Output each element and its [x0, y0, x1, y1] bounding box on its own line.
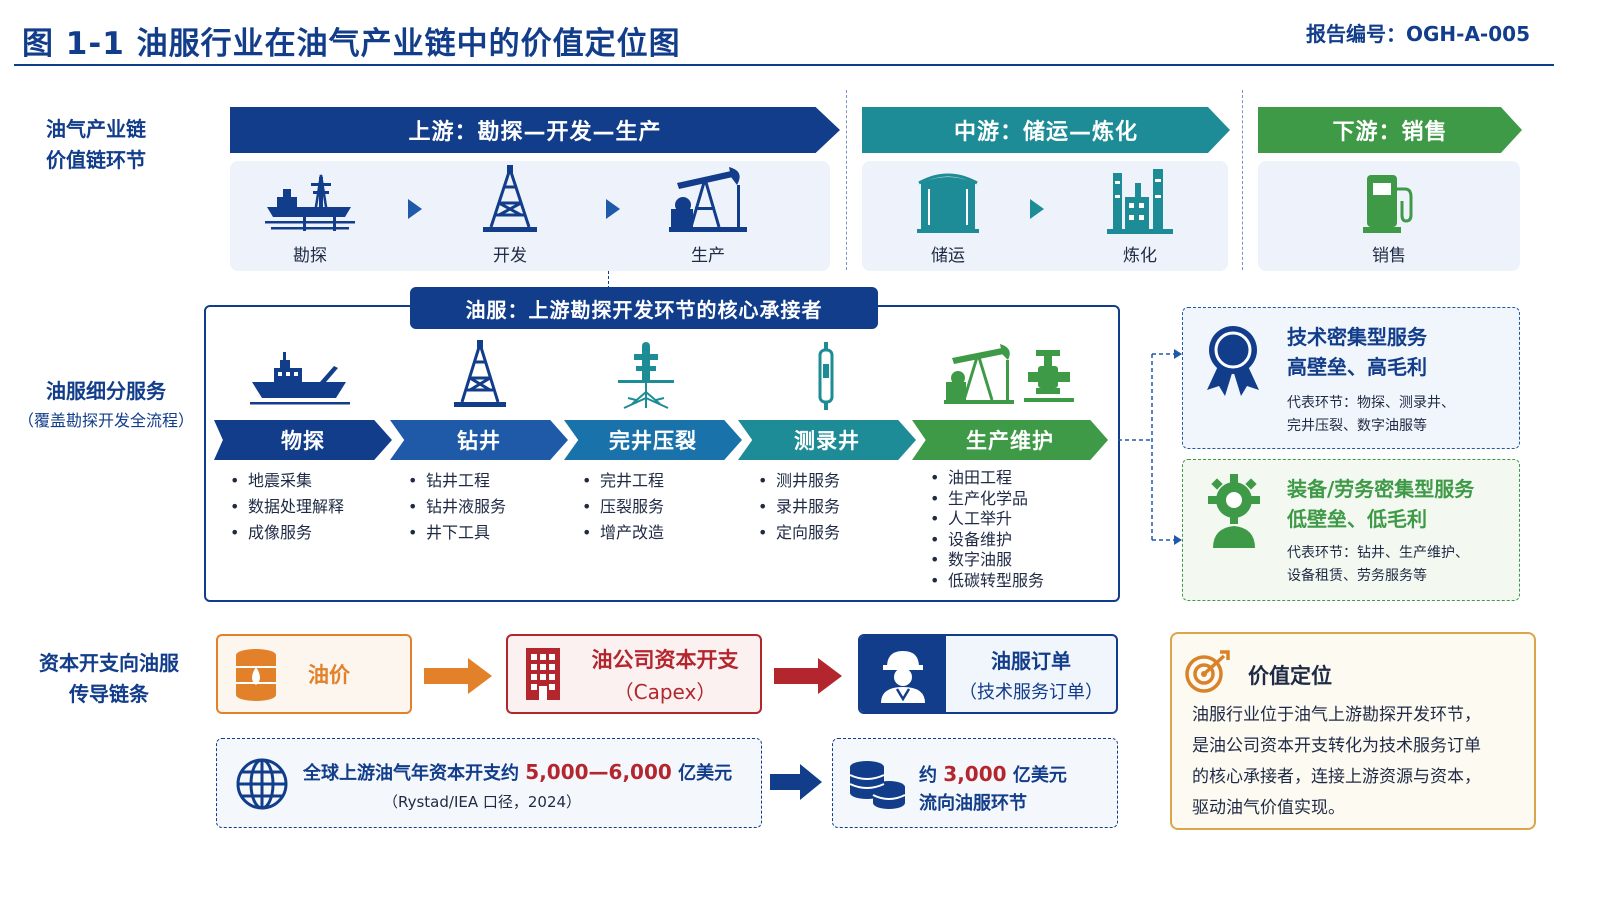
- refinery-icon: [1107, 169, 1173, 234]
- award-ribbon-icon: [1207, 326, 1259, 396]
- list-item: 测井服务: [756, 468, 840, 494]
- service-cat-geophysics: 物探: [214, 420, 392, 460]
- arrow-right-icon: [774, 658, 842, 694]
- storage-tank-icon: [917, 173, 979, 233]
- orders-box: 油服订单 （技术服务订单）: [858, 634, 1118, 714]
- fracturing-wellhead-icon: [618, 342, 674, 409]
- production-equipment-icon: [944, 344, 1074, 404]
- stage-development: 开发: [450, 165, 570, 266]
- value-position-card: 价值定位 油服行业位于油气上游勘探开发环节， 是油公司资本开支转化为技术服务订单…: [1170, 632, 1536, 830]
- oil-price-box: 油价: [216, 634, 412, 714]
- gear-worker-icon: [1208, 474, 1260, 548]
- list-item: 完井工程: [580, 468, 664, 494]
- global-capex-box: 全球上游油气年资本开支约 5,000—6,000 亿美元 （Rystad/IEA…: [216, 738, 762, 828]
- list-completion: 完井工程 压裂服务 增产改造: [580, 468, 664, 546]
- list-item: 定向服务: [756, 520, 840, 546]
- connector-upstream-services: [608, 271, 609, 289]
- list-geophysics: 地震采集 数据处理解释 成像服务: [228, 468, 344, 546]
- stage-refining: 炼化: [1080, 167, 1200, 266]
- service-cat-completion: 完井压裂: [564, 420, 742, 460]
- stage-production: 生产: [648, 165, 768, 266]
- stage-sales: 销售: [1329, 171, 1449, 266]
- globe-icon: [236, 758, 288, 810]
- list-item: 增产改造: [580, 520, 664, 546]
- ofs-flow-box: 约 3,000 亿美元 流向油服环节: [832, 738, 1118, 828]
- list-production: 油田工程 生产化学品 人工举升 设备维护 数字油服 低碳转型服务: [928, 468, 1044, 591]
- service-cat-drilling: 钻井: [390, 420, 568, 460]
- coin-stack-icon: [849, 761, 906, 809]
- drilling-derrick-icon: [483, 165, 537, 232]
- classification-connector: [1118, 349, 1182, 545]
- list-item: 录井服务: [756, 494, 840, 520]
- tech-intensive-card: 技术密集型服务 高壁垒、高毛利 代表环节：物探、测录井、 完井压裂、数字油服等: [1182, 307, 1520, 449]
- target-icon: [1185, 650, 1230, 693]
- office-building-icon: [526, 648, 560, 700]
- arrow-right-icon: [770, 764, 822, 800]
- list-item: 数据处理解释: [228, 494, 344, 520]
- arrow-right-icon: [408, 199, 422, 219]
- report-number: 报告编号：OGH-A-005: [1306, 22, 1530, 46]
- list-item: 数字油服: [928, 550, 1044, 571]
- seismic-vessel-icon: [250, 352, 350, 405]
- list-item: 井下工具: [406, 520, 506, 546]
- title-rule: [14, 64, 1554, 66]
- divider-midstream-downstream: [1242, 90, 1243, 270]
- upstream-panel: 勘探 开发 生产: [230, 161, 830, 271]
- arrow-right-icon: [606, 199, 620, 219]
- downstream-panel: 销售: [1258, 161, 1520, 271]
- list-item: 生产化学品: [928, 489, 1044, 510]
- page-title: 图 1-1 油服行业在油气产业链中的价值定位图: [22, 26, 681, 62]
- divider-upstream-midstream: [846, 90, 847, 270]
- list-item: 钻井工程: [406, 468, 506, 494]
- row-label-services: 油服细分服务 （覆盖勘探开发全流程）: [17, 379, 194, 430]
- pumpjack-icon: [669, 167, 747, 232]
- row-label-chain: 油气产业链 价值链环节: [46, 117, 146, 172]
- list-item: 设备维护: [928, 530, 1044, 551]
- worker-helmet-icon: [881, 651, 925, 703]
- services-header: 油服：上游勘探开发环节的核心承接者: [410, 287, 878, 329]
- list-item: 压裂服务: [580, 494, 664, 520]
- drilling-rig-icon: [454, 340, 506, 407]
- oil-barrel-icon: [236, 649, 276, 701]
- midstream-banner: 中游：储运—炼化: [862, 107, 1230, 153]
- logging-tool-icon: [818, 342, 834, 410]
- list-item: 地震采集: [228, 468, 344, 494]
- row-label-capex: 资本开支向油服 传导链条: [39, 651, 179, 706]
- capex-box: 油公司资本开支 （Capex）: [506, 634, 762, 714]
- list-item: 钻井液服务: [406, 494, 506, 520]
- list-item: 油田工程: [928, 468, 1044, 489]
- arrow-right-icon: [1030, 199, 1044, 219]
- stage-exploration: 勘探: [250, 169, 370, 266]
- upstream-banner: 上游：勘探—开发—生产: [230, 107, 840, 153]
- arrow-right-icon: [424, 658, 492, 694]
- midstream-panel: 储运 炼化: [862, 161, 1228, 271]
- stage-storage: 储运: [888, 169, 1008, 266]
- list-item: 低碳转型服务: [928, 571, 1044, 592]
- list-item: 成像服务: [228, 520, 344, 546]
- fuel-pump-icon: [1363, 175, 1413, 233]
- list-logging: 测井服务 录井服务 定向服务: [756, 468, 840, 546]
- service-cat-logging: 测录井: [738, 420, 916, 460]
- list-item: 人工举升: [928, 509, 1044, 530]
- offshore-rig-icon: [265, 174, 355, 231]
- service-cat-production: 生产维护: [912, 420, 1108, 460]
- list-drilling: 钻井工程 钻井液服务 井下工具: [406, 468, 506, 546]
- downstream-banner: 下游：销售: [1258, 107, 1522, 153]
- equipment-intensive-card: 装备/劳务密集型服务 低壁垒、低毛利 代表环节：钻井、生产维护、 设备租赁、劳务…: [1182, 459, 1520, 601]
